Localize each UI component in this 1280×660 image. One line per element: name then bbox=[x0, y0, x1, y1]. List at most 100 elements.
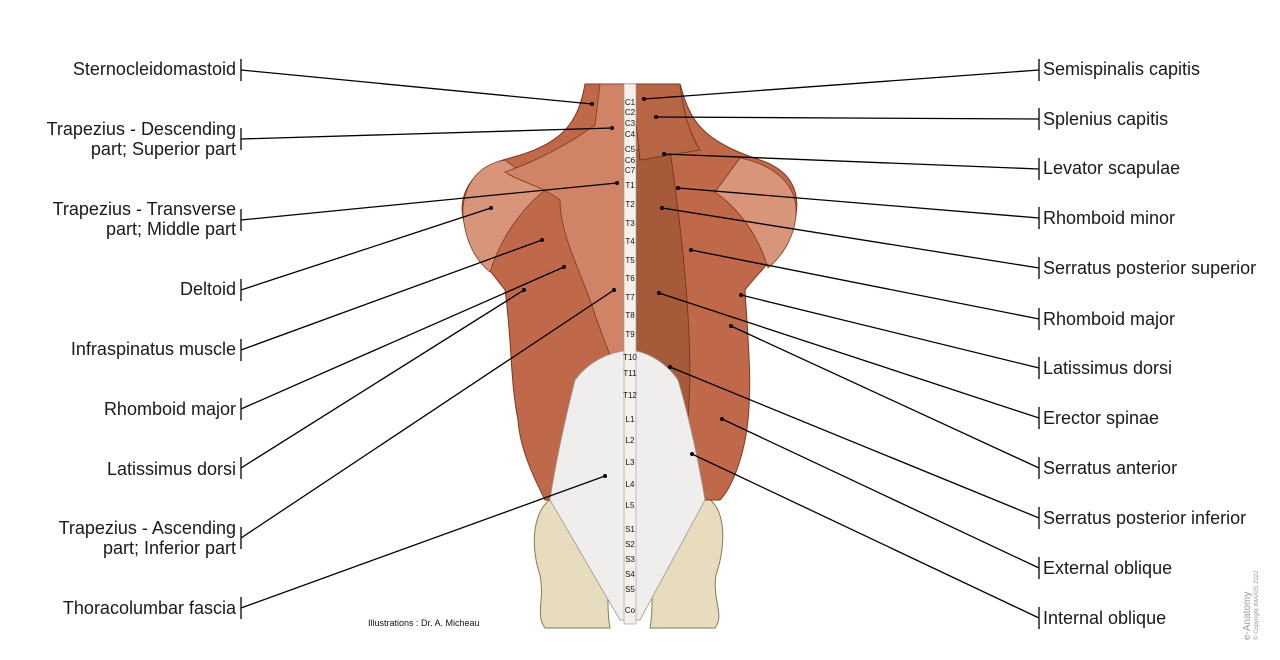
leader-dot bbox=[690, 452, 694, 456]
label-infraspinatus: Infraspinatus muscle bbox=[70, 339, 236, 359]
leader-line bbox=[658, 292, 1040, 419]
label-internal-oblique: Internal oblique bbox=[1043, 608, 1167, 628]
deltoid-right bbox=[714, 157, 797, 269]
vertebra-label: S1 bbox=[625, 525, 635, 534]
label-latissimus-dorsi-right: Latissimus dorsi bbox=[1043, 358, 1173, 378]
leader-line bbox=[677, 187, 1040, 219]
vertebra-label: C4 bbox=[625, 130, 636, 139]
leader-dot bbox=[689, 248, 693, 252]
vertebra-label: Co bbox=[625, 606, 636, 615]
leader-line bbox=[691, 453, 1040, 619]
splenius bbox=[631, 83, 701, 161]
leader-dot bbox=[610, 126, 614, 130]
label-serratus-anterior: Serratus anterior bbox=[1043, 458, 1178, 478]
vertebra-label: C3 bbox=[625, 119, 636, 128]
label-latissimus-dorsi-left: Latissimus dorsi bbox=[106, 459, 236, 479]
label-rhomboid-minor: Rhomboid minor bbox=[1043, 208, 1176, 228]
deltoid-left bbox=[462, 159, 546, 273]
leader-line bbox=[240, 239, 543, 351]
vertebra-labels: C1C2C3C4C5C6C7T1T2T3T4T5T6T7T8T9T10T11T1… bbox=[623, 98, 637, 615]
label-serratus-posterior-superior: Serratus posterior superior bbox=[1043, 258, 1257, 278]
leader-dot bbox=[720, 417, 724, 421]
vertebra-label: L2 bbox=[626, 436, 635, 445]
vertebra-label: S4 bbox=[625, 570, 635, 579]
vertebra-label: T10 bbox=[623, 353, 637, 362]
spine bbox=[623, 83, 637, 625]
leader-line bbox=[730, 325, 1040, 469]
leader-dot bbox=[662, 152, 666, 156]
label-serratus-posterior-inferior: Serratus posterior inferior bbox=[1043, 508, 1247, 528]
leader-dot bbox=[642, 97, 646, 101]
vertebra-label: T12 bbox=[623, 391, 637, 400]
trapezius bbox=[504, 83, 631, 401]
leader-line bbox=[655, 116, 1040, 120]
vertebra-label: L5 bbox=[626, 501, 635, 510]
leader-line bbox=[663, 153, 1040, 170]
vertebra-label: C5 bbox=[625, 145, 636, 154]
watermark-copyright: © Copyright IMAIOS 2022 bbox=[1254, 570, 1260, 640]
leader-line bbox=[661, 207, 1040, 269]
watermark-brand: e-Anatomy bbox=[1242, 591, 1253, 640]
leader-line bbox=[240, 127, 613, 140]
leader-dot bbox=[562, 265, 566, 269]
vertebra-label: C6 bbox=[625, 156, 636, 165]
label-rhomboid-major-left: Rhomboid major bbox=[103, 399, 236, 419]
leader-dot bbox=[590, 102, 594, 106]
leader-line bbox=[740, 294, 1040, 369]
vertebra-label: T3 bbox=[625, 219, 635, 228]
vertebra-label: T2 bbox=[625, 200, 635, 209]
leader-lines bbox=[240, 59, 1040, 629]
leader-line bbox=[669, 366, 1040, 519]
leader-dot bbox=[657, 291, 661, 295]
vertebra-label: L4 bbox=[626, 480, 635, 489]
label-erector-spinae: Erector spinae bbox=[1043, 408, 1160, 428]
label-external-oblique: External oblique bbox=[1043, 558, 1173, 578]
leader-dot bbox=[615, 181, 619, 185]
label-deltoid: Deltoid bbox=[179, 279, 236, 299]
vertebra-label: T6 bbox=[625, 274, 635, 283]
vertebra-label: T11 bbox=[623, 369, 637, 378]
leader-dot bbox=[603, 474, 607, 478]
vertebra-label: T7 bbox=[625, 293, 635, 302]
leader-dot bbox=[668, 365, 672, 369]
label-splenius-capitis: Splenius capitis bbox=[1043, 109, 1169, 129]
leader-dot bbox=[654, 115, 658, 119]
vertebra-label: T5 bbox=[625, 256, 635, 265]
watermark: e-Anatomy © Copyright IMAIOS 2022 bbox=[1242, 570, 1261, 640]
leader-line bbox=[240, 69, 593, 105]
label-sternocleidomastoid: Sternocleidomastoid bbox=[72, 59, 236, 79]
leader-dot bbox=[729, 324, 733, 328]
vertebra-label: T1 bbox=[625, 181, 635, 190]
leader-dot bbox=[660, 206, 664, 210]
leader-line bbox=[240, 182, 618, 221]
leader-line bbox=[643, 69, 1040, 100]
vertebra-label: T9 bbox=[625, 330, 635, 339]
leader-dot bbox=[739, 293, 743, 297]
leader-dot bbox=[676, 186, 680, 190]
leader-line bbox=[240, 266, 565, 410]
label-thoracolumbar-fascia: Thoracolumbar fascia bbox=[62, 598, 236, 618]
vertebra-label: S2 bbox=[625, 540, 635, 549]
leader-dot bbox=[522, 288, 526, 292]
vertebra-label: S5 bbox=[625, 585, 635, 594]
vertebra-label: C1 bbox=[625, 98, 636, 107]
vertebra-label: T4 bbox=[625, 237, 635, 246]
label-rhomboid-major-right: Rhomboid major bbox=[1043, 309, 1176, 329]
vertebra-label: C7 bbox=[625, 166, 636, 175]
illustration-credit: Illustrations : Dr. A. Micheau bbox=[368, 618, 480, 628]
label-semispinalis-capitis: Semispinalis capitis bbox=[1043, 59, 1201, 79]
leader-line bbox=[240, 289, 615, 539]
label-levator-scapulae: Levator scapulae bbox=[1043, 158, 1181, 178]
leader-line bbox=[721, 418, 1040, 569]
vertebra-label: L1 bbox=[626, 415, 635, 424]
vertebra-label: S3 bbox=[625, 555, 635, 564]
vertebra-label: T8 bbox=[625, 311, 635, 320]
leader-line bbox=[690, 249, 1040, 320]
leader-dot bbox=[612, 288, 616, 292]
leader-line bbox=[240, 289, 525, 469]
leader-line bbox=[240, 475, 606, 609]
